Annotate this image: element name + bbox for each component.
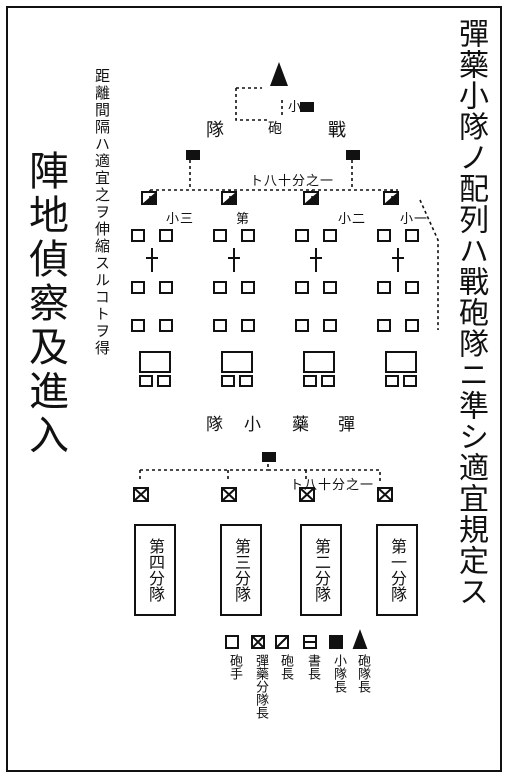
caption-text: 彈藥小隊ノ配列ハ戰砲隊ニ準シ適宜規定ス xyxy=(453,18,488,607)
upper-label-leader: 小 xyxy=(288,100,303,115)
legend-ammo-leader: 彈藥分隊長 xyxy=(253,654,268,719)
platoon-2: 第二分隊 xyxy=(300,524,342,616)
note-text: 距離間隔ハ適宜之ヲ伸縮スルコトヲ得 xyxy=(93,68,111,357)
ammo-label-3: 藥 xyxy=(292,415,310,435)
ammo-label-2: 小 xyxy=(244,415,262,435)
legend-platoon-leader: 小隊長 xyxy=(331,654,346,693)
legend-symbols xyxy=(225,629,368,649)
platoon-4: 第四分隊 xyxy=(134,524,176,616)
platoon-3: 第三分隊 xyxy=(220,524,262,616)
gun-marks xyxy=(146,248,404,272)
side-title: 陣地偵察及進入 xyxy=(22,150,68,458)
legend-battery-leader: 砲隊長 xyxy=(355,654,370,693)
legend-gunner: 砲手 xyxy=(227,654,242,680)
ammo-label-4: 彈 xyxy=(338,415,356,435)
section-label-2: 小二 xyxy=(338,212,367,227)
ammo-label-1: 隊 xyxy=(206,415,224,435)
section-label-1: 小一 xyxy=(400,212,429,227)
command-markers xyxy=(141,102,399,462)
chain-upper: ト八十分之一 xyxy=(250,174,335,189)
section-label-3: 小三 xyxy=(166,212,195,227)
upper-label-center: 砲 xyxy=(268,121,283,137)
gun-sections xyxy=(131,229,419,387)
commander-marker xyxy=(270,62,288,86)
upper-label-right: 戰 xyxy=(328,120,347,141)
ammo-markers xyxy=(133,487,393,502)
platoon-1: 第一分隊 xyxy=(376,524,418,616)
upper-label-left: 隊 xyxy=(206,120,225,141)
upper-guides xyxy=(139,87,439,482)
section-label-mark: 第 xyxy=(236,212,251,227)
legend-gun-leader: 砲長 xyxy=(278,654,293,680)
page-frame xyxy=(6,6,502,772)
chain-lower: ト八十分之一 xyxy=(290,478,375,493)
legend-clerk: 書長 xyxy=(305,654,320,680)
